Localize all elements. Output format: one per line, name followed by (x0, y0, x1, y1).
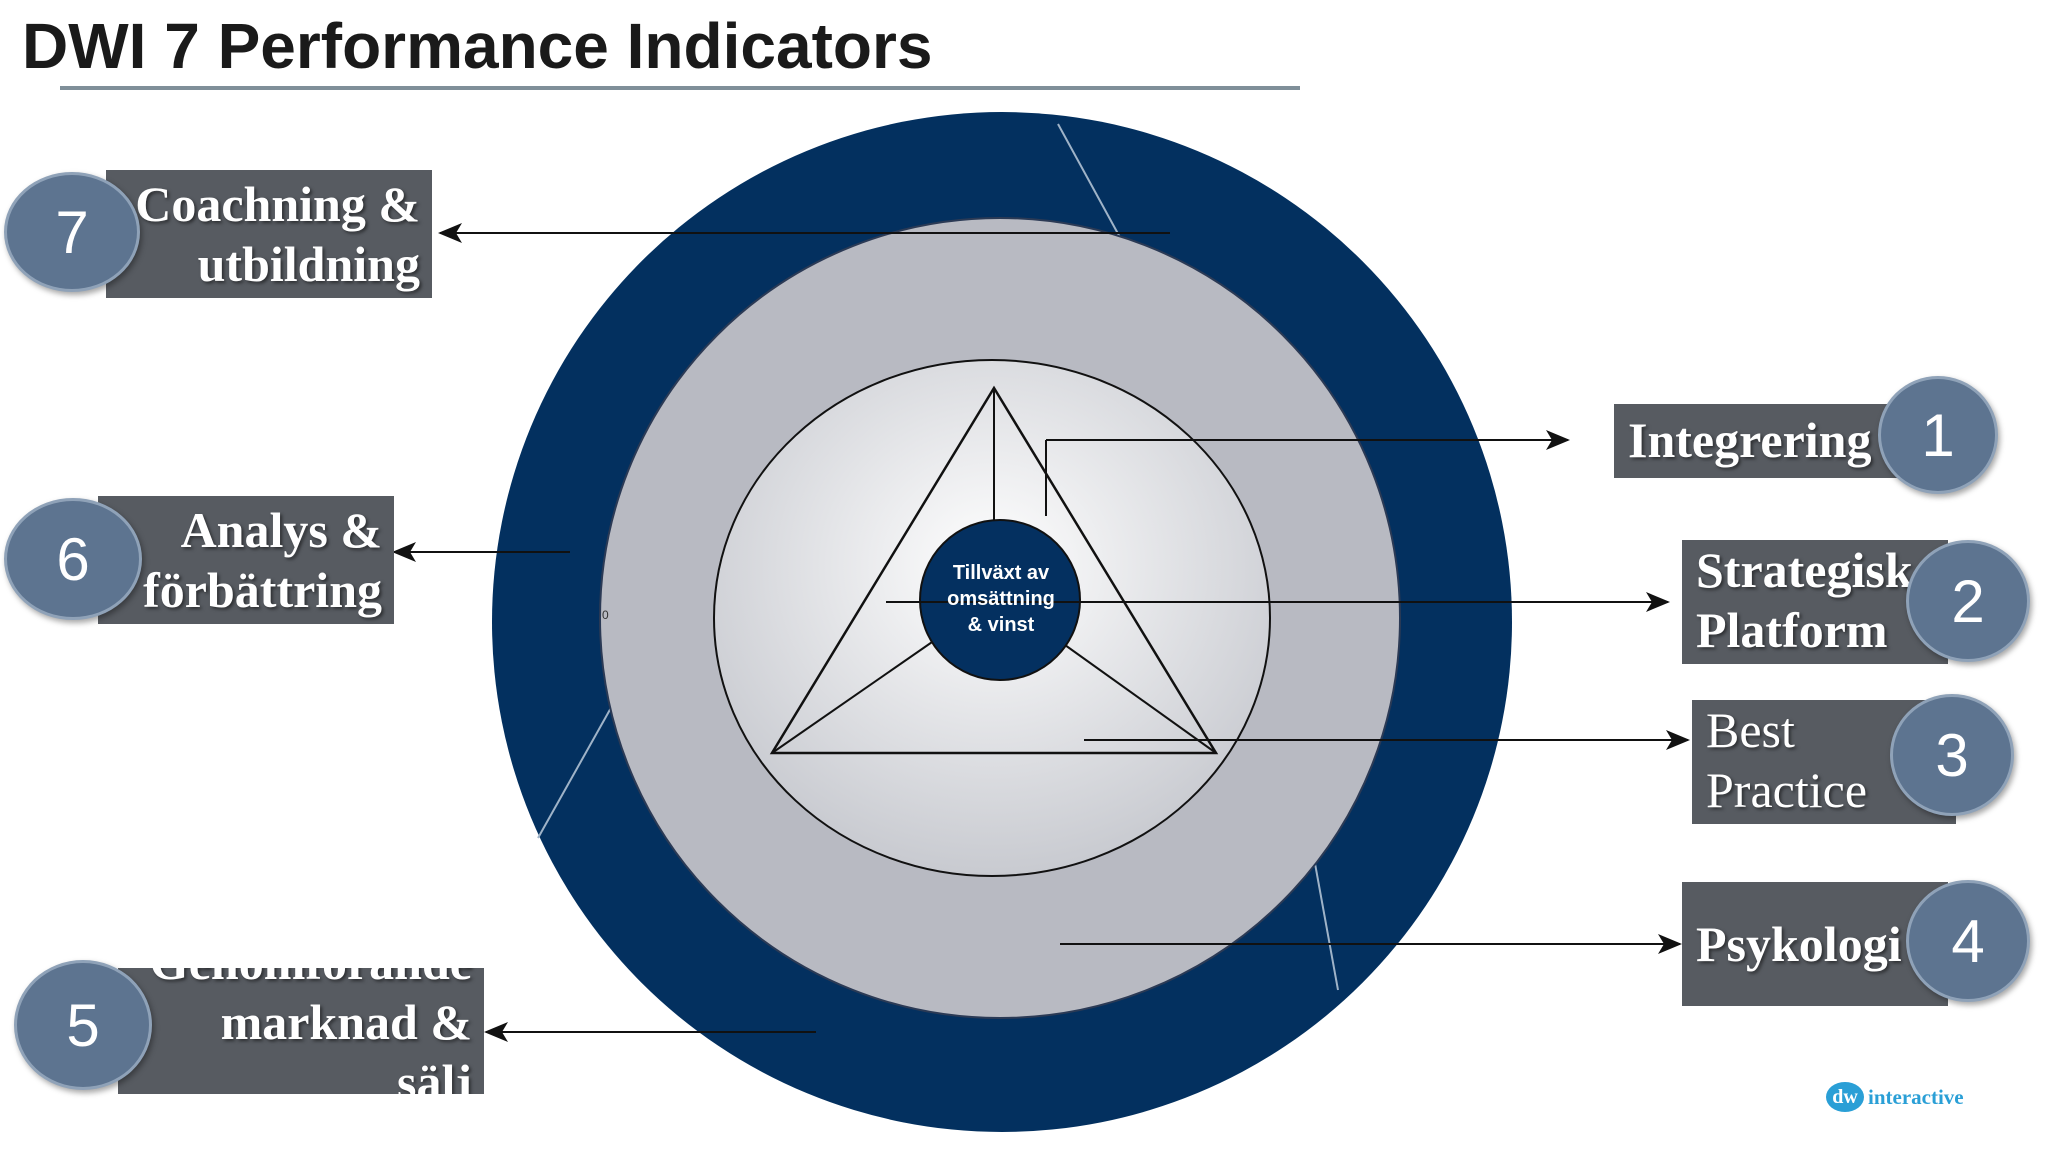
indicator-4-badge: 4 (1906, 880, 2030, 1002)
indicator-3-badge: 3 (1890, 694, 2014, 816)
center-label-line: Tillväxt av (952, 562, 1050, 584)
indicator-3-line: Practice (1706, 762, 1868, 818)
indicator-4-box: Psykologi (1682, 882, 1948, 1006)
indicator-5-line: sälj (397, 1054, 472, 1094)
center-label-line: & vinst (967, 614, 1035, 636)
indicator-7-line: Coachning & (135, 176, 420, 232)
outer-ring-highlight (1057, 123, 1129, 253)
indicator-3-line: Best (1706, 702, 1795, 758)
indicator-6-badge: 6 (4, 498, 142, 620)
center-label: Tillväxt av omsättning & vinst (916, 560, 1086, 638)
indicator-2-box: Strategisk Platform (1682, 540, 1948, 664)
indicator-4-line: Psykologi (1696, 916, 1902, 972)
indicator-7-box: Coachning & utbildning (106, 170, 432, 298)
company-logo: dw interactive (1826, 1082, 1964, 1112)
center-circle (919, 519, 1081, 681)
indicator-1-badge: 1 (1878, 376, 1998, 494)
indicator-5-box: Genomförande marknad & sälj (118, 968, 484, 1094)
indicator-5-line: marknad & (220, 994, 472, 1050)
logo-mark: dw (1826, 1082, 1864, 1112)
indicator-1-line: Integrering (1628, 412, 1872, 468)
indicator-7-line: utbildning (197, 236, 420, 292)
outer-ring-highlight (1313, 857, 1339, 991)
indicator-2-line: Platform (1696, 602, 1888, 658)
indicator-6-line: förbättring (143, 562, 382, 618)
indicator-5-line: Genomförande (118, 968, 472, 992)
page-title: DWI 7 Performance Indicators (22, 10, 933, 82)
logo-word: interactive (1868, 1084, 1964, 1109)
indicator-2-line: Strategisk (1696, 542, 1913, 598)
indicator-6-box: Analys & förbättring (98, 496, 394, 624)
center-label-line: omsättning (947, 588, 1055, 610)
triangle-spoke (771, 639, 936, 754)
triangle-spoke (1057, 639, 1217, 754)
indicator-6-line: Analys & (180, 502, 382, 558)
title-underline (60, 86, 1300, 90)
indicator-1-box: Integrering (1614, 404, 1910, 478)
triangle (769, 385, 1219, 755)
outer-ring-highlight (537, 705, 613, 839)
indicator-7-badge: 7 (4, 172, 140, 292)
tiny-label: 0 (602, 608, 609, 622)
indicator-2-badge: 2 (1906, 540, 2030, 662)
indicator-5-badge: 5 (14, 960, 152, 1090)
